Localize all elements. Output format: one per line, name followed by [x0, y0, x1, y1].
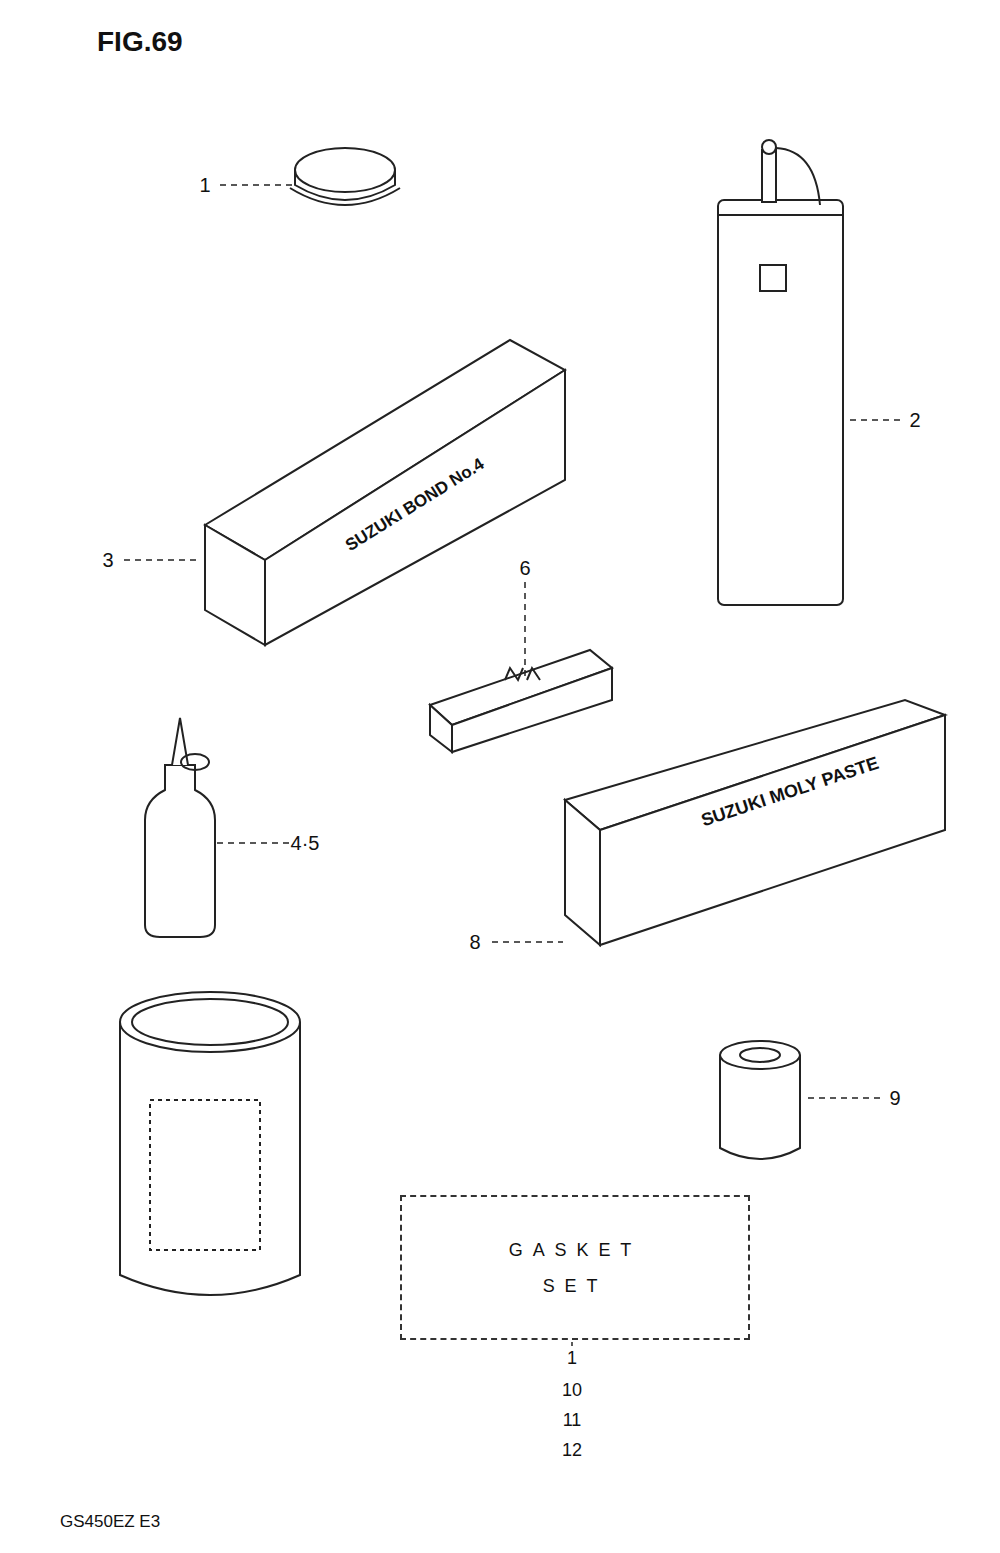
oil-can — [718, 200, 843, 605]
leader-line — [220, 184, 292, 186]
leader-line — [850, 419, 903, 421]
callout-number: 8 — [469, 931, 480, 954]
leader-line — [808, 1097, 882, 1099]
big-can-lid — [132, 999, 288, 1045]
leader-line — [524, 582, 526, 680]
small-box-logo — [505, 668, 540, 680]
callout-number: 12 — [562, 1440, 582, 1461]
cap-strap — [776, 148, 820, 205]
box-front — [265, 370, 565, 645]
callout-number: 11 — [563, 1410, 582, 1431]
leader-line — [217, 842, 290, 844]
small-box-end — [430, 705, 452, 752]
cap-side — [295, 170, 395, 200]
small-box-front — [452, 668, 612, 752]
callout-number: 10 — [562, 1380, 582, 1401]
gasket-set-box: GASKET SET — [400, 1195, 750, 1340]
callout-number: 2 — [909, 409, 920, 432]
spout-cap — [762, 140, 776, 154]
cap-top — [295, 148, 395, 192]
cap-rim — [290, 188, 400, 205]
big-can-top — [120, 992, 300, 1052]
bottle-ring — [181, 754, 209, 770]
callout-number: 6 — [519, 557, 530, 580]
callout-number: 9 — [889, 1087, 900, 1110]
leader-line — [124, 559, 200, 561]
big-can-body — [120, 1022, 300, 1295]
bottle — [145, 765, 215, 937]
big-can-label — [150, 1100, 260, 1250]
small-can-body — [720, 1055, 800, 1159]
small-can-lid — [740, 1048, 780, 1062]
paste-box-front — [600, 715, 945, 945]
box-end — [205, 525, 265, 645]
box-text: GASKET SET — [500, 1232, 650, 1304]
callout-number: 4·5 — [291, 832, 320, 855]
leader-line — [571, 1342, 573, 1346]
callout-number: 1 — [199, 174, 210, 197]
small-can-top — [720, 1041, 800, 1069]
bottle-nozzle — [172, 718, 188, 765]
callout-number: 1 — [567, 1348, 577, 1369]
can-spout — [762, 150, 776, 202]
model-code: GS450EZ E3 — [60, 1512, 160, 1532]
figure-title: FIG.69 — [97, 26, 183, 58]
can-logo — [760, 265, 786, 291]
can-edge — [718, 214, 843, 216]
leader-line — [492, 941, 563, 943]
callout-number: 3 — [102, 549, 113, 572]
paste-box-end — [565, 800, 600, 945]
